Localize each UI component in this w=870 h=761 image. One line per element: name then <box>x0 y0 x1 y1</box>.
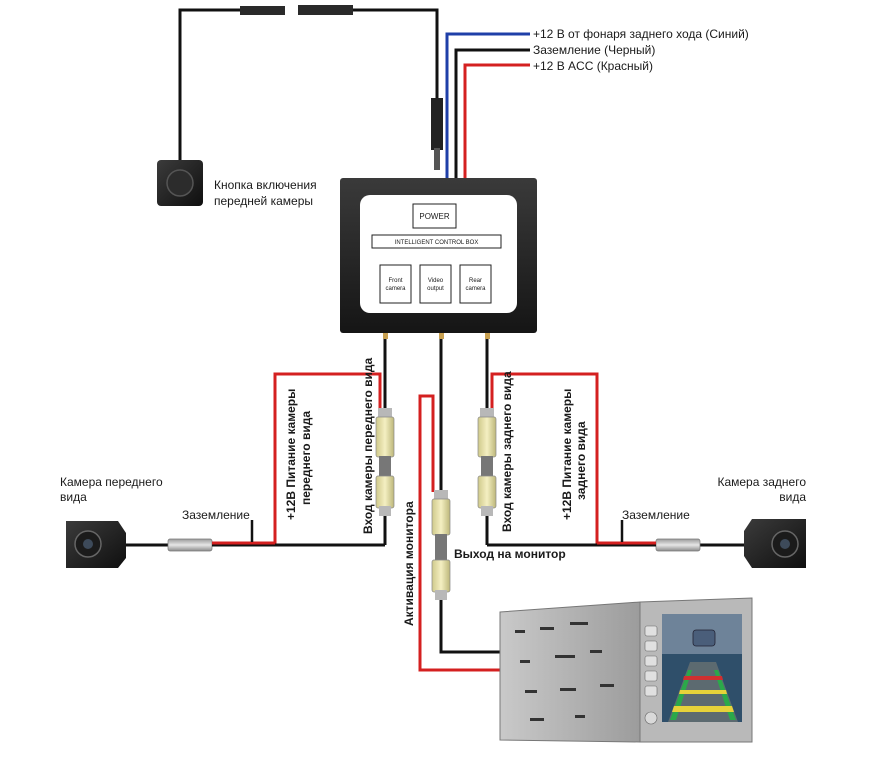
pushbutton[interactable] <box>157 140 203 206</box>
rca-monitor-output[interactable] <box>431 490 500 654</box>
rca-rear-input[interactable] <box>477 408 497 545</box>
front-power-wire <box>273 372 382 545</box>
label-monitor-output: Выход на монитор <box>454 547 566 561</box>
label-front-camera-1: Камера переднего <box>60 475 163 489</box>
label-wire-blue: +12 В от фонаря заднего хода (Синий) <box>533 27 749 41</box>
label-input-front: Вход камеры переднего вида <box>361 358 375 534</box>
label-button-2: передней камеры <box>214 194 313 208</box>
power-wires <box>445 32 530 178</box>
label-wire-red: +12 В ACC (Красный) <box>533 59 653 73</box>
button-cable <box>178 5 443 170</box>
label-monitor-activation: Активация монитора <box>402 501 416 626</box>
label-power-rear-2: заднего вида <box>574 421 588 500</box>
label-power-rear-1: +12В Питание камеры <box>560 389 574 520</box>
power-panel <box>412 203 457 229</box>
rca-front-input[interactable] <box>375 408 395 545</box>
port-rear-label-2: camera <box>465 286 486 292</box>
black-wire <box>454 48 530 178</box>
head-unit <box>499 597 753 743</box>
port-front <box>379 264 412 304</box>
port-front-label-1: Front <box>388 278 402 284</box>
label-button-1: Кнопка включения <box>214 178 317 192</box>
label-ground-left: Заземление <box>182 508 250 522</box>
box-power-label: POWER <box>419 212 449 221</box>
activation-wire <box>418 394 500 672</box>
label-front-camera-2: вида <box>60 490 87 504</box>
label-rear-camera-1: Камера заднего <box>717 475 806 489</box>
control-box <box>340 178 537 339</box>
port-video-label-2: output <box>427 286 444 292</box>
port-video-label-1: Video <box>428 278 444 284</box>
video-cables <box>383 339 489 492</box>
rear-camera <box>487 519 806 568</box>
red-wire <box>463 63 530 178</box>
port-front-label-2: camera <box>385 286 406 292</box>
port-video <box>419 264 452 304</box>
label-power-front-2: переднего вида <box>299 411 313 505</box>
port-rear <box>459 264 492 304</box>
label-input-rear: Вход камеры заднего вида <box>500 371 514 532</box>
label-rear-camera-2: вида <box>779 490 806 504</box>
blue-wire <box>445 32 530 178</box>
label-power-front-1: +12В Питание камеры <box>284 389 298 520</box>
label-wire-black: Заземление (Черный) <box>533 43 655 57</box>
front-camera <box>66 520 385 568</box>
label-ground-right: Заземление <box>622 508 690 522</box>
rear-power-wire <box>490 372 599 545</box>
port-rear-label-1: Rear <box>469 278 482 284</box>
box-title-label: INTELLIGENT CONTROL BOX <box>395 240 479 246</box>
title-panel <box>371 234 502 249</box>
